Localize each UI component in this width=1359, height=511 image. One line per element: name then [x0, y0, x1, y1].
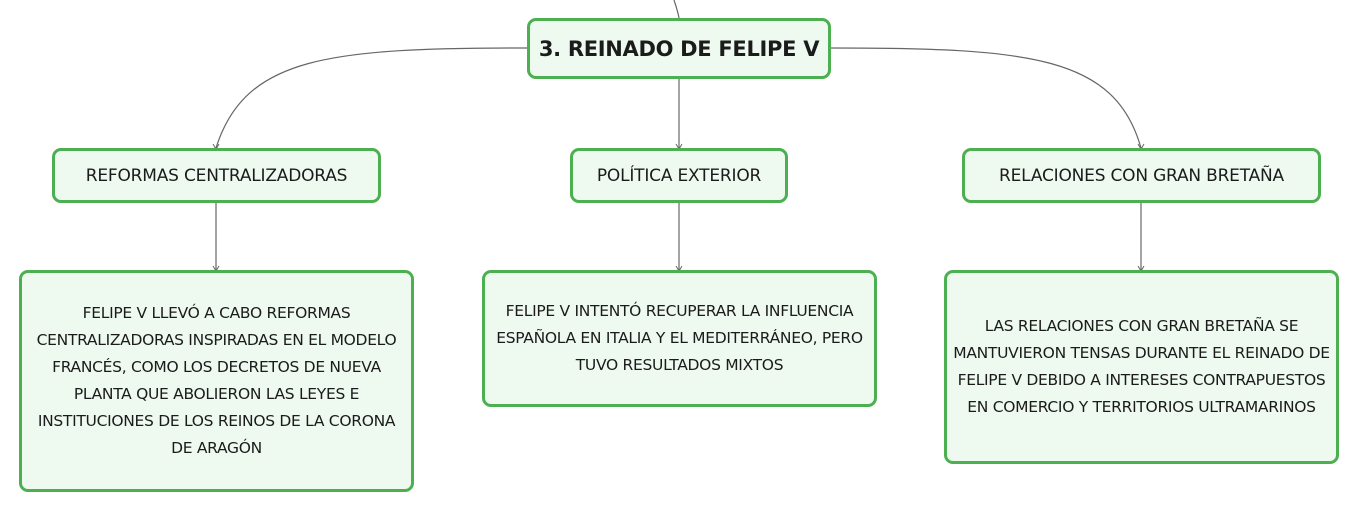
detail-node-relaciones[interactable]: LAS RELACIONES CON GRAN BRETAÑA SE MANTU…: [944, 270, 1339, 464]
detail-text: FELIPE V INTENTÓ RECUPERAR LA INFLUENCIA…: [496, 302, 863, 374]
root-node[interactable]: 3. REINADO DE FELIPE V: [527, 18, 831, 79]
detail-text: LAS RELACIONES CON GRAN BRETAÑA SE MANTU…: [953, 317, 1330, 416]
detail-node-politica[interactable]: FELIPE V INTENTÓ RECUPERAR LA INFLUENCIA…: [482, 270, 877, 407]
topic-label: RELACIONES CON GRAN BRETAÑA: [999, 165, 1284, 186]
topic-node-relaciones[interactable]: RELACIONES CON GRAN BRETAÑA: [962, 148, 1321, 203]
topic-node-politica[interactable]: POLÍTICA EXTERIOR: [570, 148, 788, 203]
connector-from-parent: [673, 0, 680, 19]
detail-node-reformas[interactable]: FELIPE V LLEVÓ A CABO REFORMAS CENTRALIZ…: [19, 270, 414, 492]
root-node-label: 3. REINADO DE FELIPE V: [538, 36, 820, 61]
connector-root-to-relaciones: [830, 47, 1142, 149]
detail-text: FELIPE V LLEVÓ A CABO REFORMAS CENTRALIZ…: [36, 304, 397, 457]
topic-label: REFORMAS CENTRALIZADORAS: [85, 165, 348, 186]
topic-node-reformas[interactable]: REFORMAS CENTRALIZADORAS: [52, 148, 381, 203]
topic-label: POLÍTICA EXTERIOR: [596, 165, 762, 186]
connector-root-to-reformas: [215, 47, 528, 149]
